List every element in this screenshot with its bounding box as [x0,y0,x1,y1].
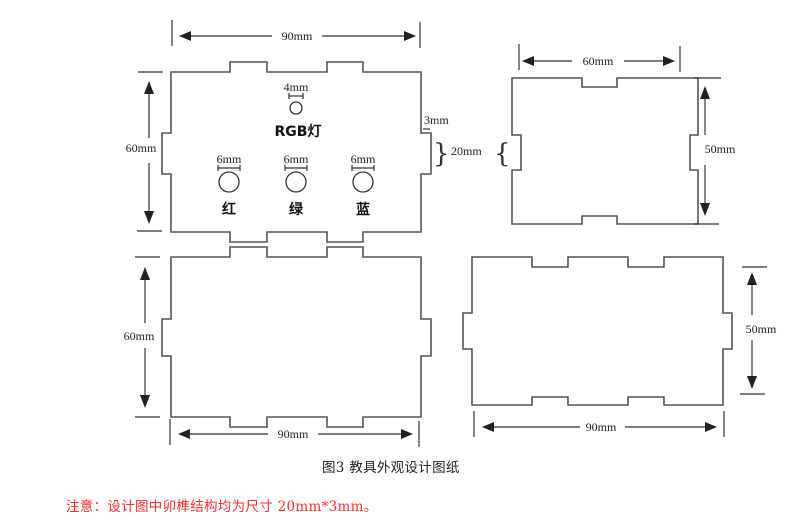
panel-back-outline [161,246,432,428]
hole-4mm-label: 4mm [284,80,309,94]
brace-icon: } [433,139,450,169]
height-label: 50mm [746,322,777,336]
width-label: 90mm [586,420,617,434]
panel-front-outline [161,61,432,243]
arrowhead [482,422,494,432]
led-hole-red: 6mm 红 [217,152,242,218]
arrowhead [178,429,190,439]
tab-depth-label: 3mm [424,113,449,127]
panel-base: 50mm 90mm [462,256,777,437]
arrowhead [522,56,534,66]
led-hole [218,171,240,193]
width-label: 60mm [583,54,614,68]
brace-icon: { [494,139,511,169]
led-hole-blue: 6mm 蓝 [351,152,376,218]
panel-side: 60mm 50mm [511,44,736,225]
arrowhead [404,31,416,41]
arrowhead [179,31,191,41]
led-size-label: 6mm [351,152,376,166]
led-color-label: 红 [222,201,236,218]
led-hole [352,171,374,193]
height-label: 50mm [705,142,736,156]
led-hole [285,171,307,193]
arrowhead [144,81,154,94]
led-hole-green: 6mm 绿 [284,152,309,218]
arrowhead [663,56,675,66]
led-size-label: 6mm [284,152,309,166]
width-label: 90mm [278,427,309,441]
arrowhead [144,211,154,224]
led-color-label: 绿 [289,201,304,218]
led-size-label: 6mm [217,152,242,166]
arrowhead [747,376,757,389]
panel-side-outline [511,77,699,225]
arrowhead [140,267,150,280]
height-label: 60mm [126,141,157,155]
hole-4mm [289,101,303,115]
tab-length-label: 20mm [451,144,482,158]
arrowhead [747,272,757,285]
panel-back: 60mm 90mm [124,246,432,447]
width-label: 90mm [282,29,313,43]
arrowhead [700,203,710,216]
figure-caption: 图3 教具外观设计图纸 [322,460,460,476]
arrowhead [700,86,710,99]
panel-front: 90mm 60mm 4mm RGB灯 6mm 红 6mm [126,20,511,243]
panel-base-outline [462,256,733,406]
arrowhead [705,422,717,432]
arrowhead [140,395,150,408]
led-color-label: 蓝 [356,201,370,218]
design-note: 注意：设计图中卯榫结构均为尺寸 20mm*3mm。 [66,499,378,515]
height-label: 60mm [124,329,155,343]
rgb-light-label: RGB灯 [275,123,322,140]
arrowhead [401,429,413,439]
